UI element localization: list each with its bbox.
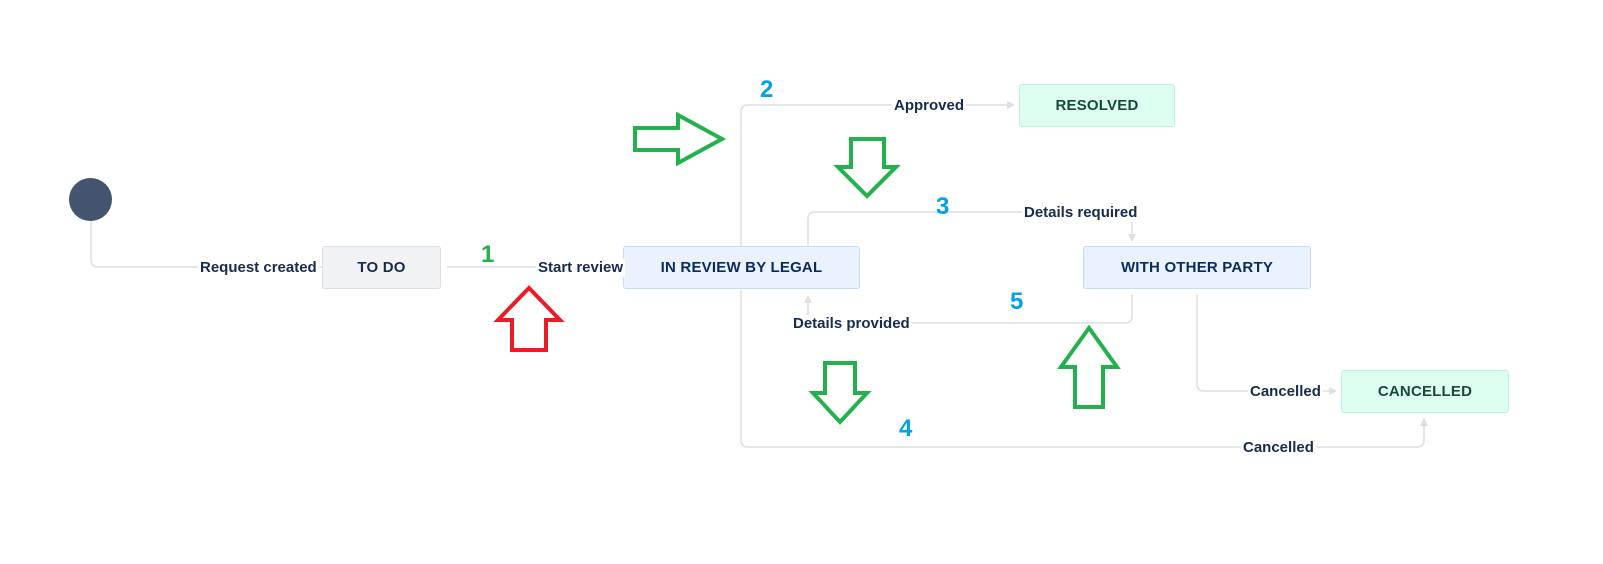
status-with-other-party-label: WITH OTHER PARTY bbox=[1120, 259, 1274, 276]
status-resolved-label: RESOLVED bbox=[1055, 97, 1139, 114]
transition-request-created[interactable]: Request created bbox=[198, 259, 319, 277]
start-node bbox=[69, 178, 112, 221]
transition-cancelled-review[interactable]: Cancelled bbox=[1241, 439, 1316, 457]
status-cancelled-label: CANCELLED bbox=[1377, 383, 1473, 400]
step-number-3: 3 bbox=[936, 193, 950, 220]
connector-cancelled-other-party bbox=[1196, 294, 1337, 395]
green-right-arrow-icon-1 bbox=[633, 111, 727, 167]
transition-cancelled-other-party[interactable]: Cancelled bbox=[1248, 383, 1323, 401]
step-number-2: 2 bbox=[760, 76, 774, 103]
status-todo[interactable]: TO DO bbox=[322, 246, 441, 289]
transition-details-provided[interactable]: Details provided bbox=[791, 315, 912, 333]
status-todo-label: TO DO bbox=[357, 259, 406, 276]
green-up-arrow-icon bbox=[1057, 324, 1121, 409]
status-with-other-party[interactable]: WITH OTHER PARTY bbox=[1083, 246, 1311, 289]
green-down-arrow-icon-1 bbox=[833, 137, 901, 199]
transition-details-required[interactable]: Details required bbox=[1022, 204, 1140, 222]
connector-approved bbox=[740, 101, 1015, 246]
status-resolved[interactable]: RESOLVED bbox=[1019, 84, 1175, 127]
step-number-4: 4 bbox=[899, 415, 913, 442]
connector-cancelled-review bbox=[740, 290, 1428, 448]
green-down-arrow-icon-2 bbox=[808, 361, 872, 425]
red-up-arrow-icon bbox=[493, 285, 565, 352]
step-number-5: 5 bbox=[1010, 288, 1024, 315]
connector-request-created bbox=[90, 221, 322, 268]
status-in-review-label: IN REVIEW BY LEGAL bbox=[660, 259, 823, 276]
transition-start-review[interactable]: Start review bbox=[536, 259, 626, 277]
transition-approved[interactable]: Approved bbox=[892, 97, 967, 115]
step-number-1: 1 bbox=[481, 241, 495, 268]
status-in-review-by-legal[interactable]: IN REVIEW BY LEGAL bbox=[623, 246, 860, 289]
status-cancelled[interactable]: CANCELLED bbox=[1341, 370, 1509, 413]
